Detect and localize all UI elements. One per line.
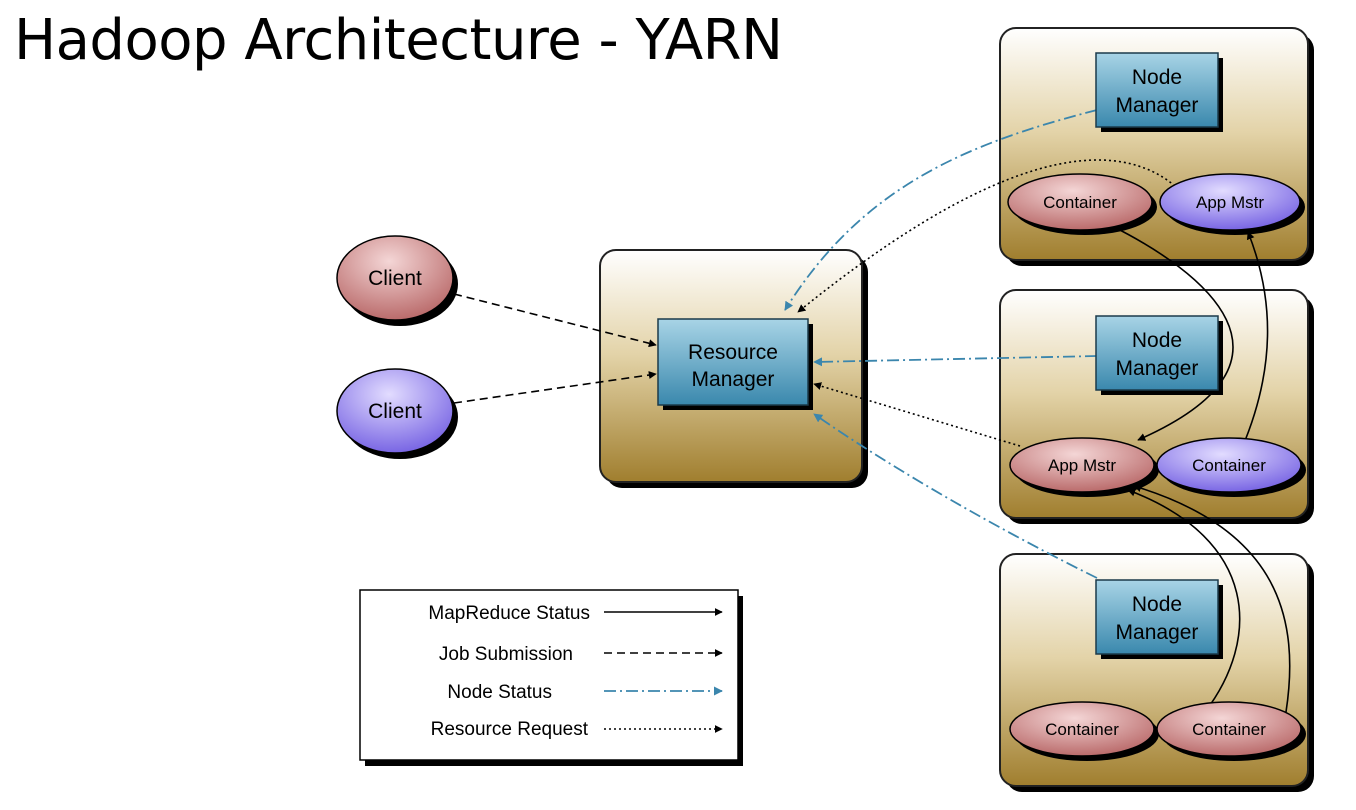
node-2-container: Container xyxy=(1156,437,1306,497)
legend-label-node-status: Node Status xyxy=(447,682,552,703)
node-1-container-label: Container xyxy=(1043,193,1117,212)
resource-manager: Resource Manager xyxy=(657,318,813,410)
resource-request-line-2 xyxy=(813,382,1021,447)
mapreduce-status-line-3 xyxy=(1127,488,1241,713)
node-3-container-1: Container xyxy=(1009,701,1159,761)
mapreduce-status-line-1 xyxy=(1111,225,1234,441)
node-3-container-2: Container xyxy=(1156,701,1306,761)
job-submission-line-2 xyxy=(453,371,657,404)
node-manager-2: Node Manager xyxy=(1095,315,1223,395)
node-manager-1-label-line1: Node xyxy=(1132,66,1182,89)
node-1-app-master-label: App Mstr xyxy=(1196,193,1264,212)
legend-label-job-submission: Job Submission xyxy=(439,644,573,665)
client-2: Client xyxy=(336,368,458,459)
node-2-container-label: Container xyxy=(1192,456,1266,475)
node-manager-1: Node Manager xyxy=(1095,52,1223,132)
legend-label-mapreduce-status: MapReduce Status xyxy=(428,603,590,624)
node-3-container-2-label: Container xyxy=(1192,720,1266,739)
mapreduce-status-line-4 xyxy=(1133,484,1291,713)
mapreduce-status-line-2 xyxy=(1241,231,1269,449)
legend-label-resource-request: Resource Request xyxy=(431,719,589,740)
client-1-label: Client xyxy=(368,267,422,290)
resource-manager-label-line2: Manager xyxy=(692,368,775,391)
client-2-label: Client xyxy=(368,400,422,423)
node-manager-2-label-line1: Node xyxy=(1132,329,1182,352)
job-submission-line-1 xyxy=(453,293,657,348)
node-manager-3: Node Manager xyxy=(1095,579,1223,659)
node-2-app-master: App Mstr xyxy=(1009,437,1159,497)
node-status-line-3 xyxy=(813,413,1098,579)
node-manager-2-label-line2: Manager xyxy=(1116,357,1199,380)
node-1-app-master: App Mstr xyxy=(1159,173,1305,235)
node-status-line-1 xyxy=(784,109,1098,311)
node-2-app-master-label: App Mstr xyxy=(1048,456,1116,475)
node-1-container: Container xyxy=(1007,173,1157,235)
resource-request-line-1 xyxy=(797,159,1176,313)
node-3-container-1-label: Container xyxy=(1045,720,1119,739)
client-1: Client xyxy=(336,235,458,326)
legend: MapReduce Status Job Submission Node Sta… xyxy=(359,589,743,766)
node-manager-3-label-line1: Node xyxy=(1132,593,1182,616)
resource-manager-label-line1: Resource xyxy=(688,341,778,364)
page-title: Hadoop Architecture - YARN xyxy=(14,8,783,73)
node-manager-1-label-line2: Manager xyxy=(1116,94,1199,117)
node-manager-3-label-line2: Manager xyxy=(1116,621,1199,644)
node-status-line-2 xyxy=(813,355,1098,367)
